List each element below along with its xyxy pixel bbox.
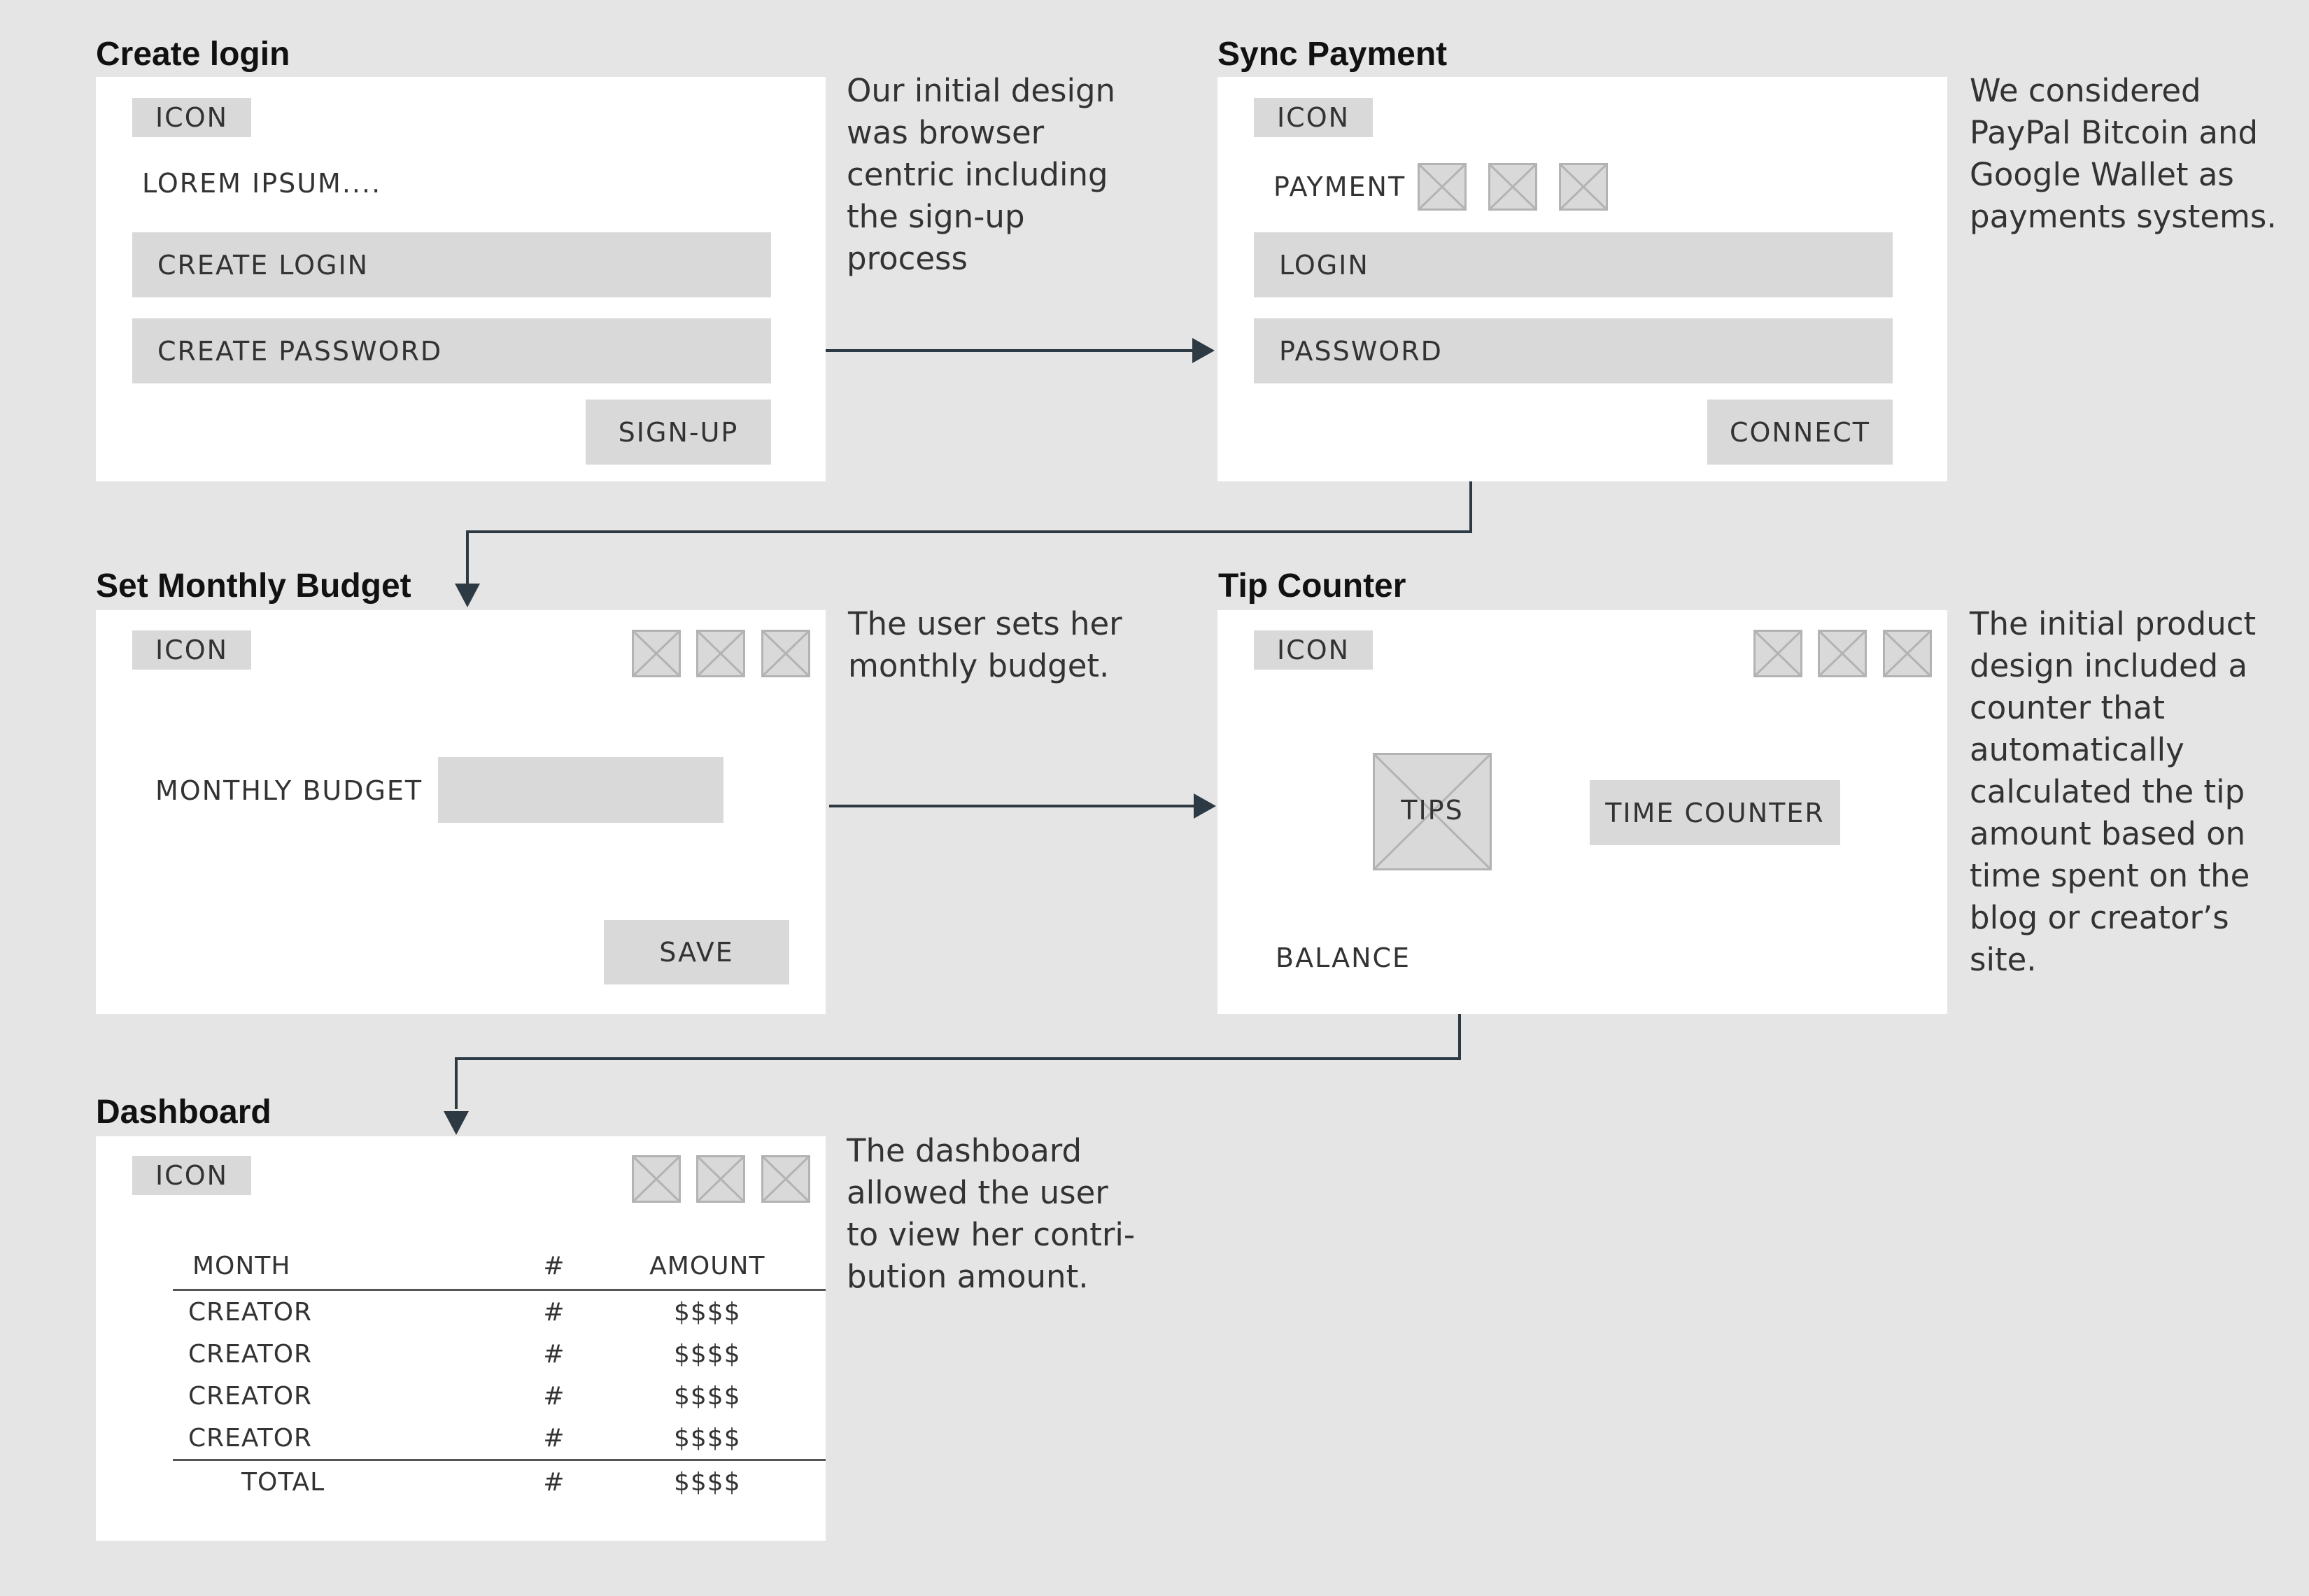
count-cell: # xyxy=(543,1423,565,1453)
tip-counter-frame: ICON TIPS TIME COUNTER BALANCE xyxy=(1217,610,1947,1014)
amount-cell: $$$$ xyxy=(674,1381,741,1411)
column-header-count: # xyxy=(543,1251,565,1280)
column-header-month: MONTH xyxy=(192,1251,291,1280)
image-placeholder xyxy=(761,1155,810,1203)
title-sync-payment: Sync Payment xyxy=(1217,36,1448,73)
table-total-row: TOTAL # $$$$ xyxy=(173,1460,826,1504)
payment-option-image[interactable] xyxy=(1418,163,1467,211)
time-counter: TIME COUNTER xyxy=(1590,780,1840,845)
monthly-budget-input[interactable] xyxy=(438,757,723,823)
tips-image-placeholder[interactable] xyxy=(1373,753,1492,870)
image-placeholder xyxy=(696,1155,745,1203)
monthly-budget-label: MONTHLY BUDGET xyxy=(155,775,423,806)
note-create-login: Our initial design was browser centric i… xyxy=(847,72,1116,277)
arrowhead xyxy=(1192,338,1215,363)
table-row: CREATOR # $$$$ xyxy=(173,1375,826,1417)
icon-placeholder: ICON xyxy=(1254,630,1373,670)
sync-payment-frame: ICON PAYMENT LOGIN PASSWORD CONNECT xyxy=(1217,77,1947,481)
note-monthly-budget: The user sets her monthly budget. xyxy=(848,605,1122,684)
arrow-payment-to-budget xyxy=(466,481,1472,584)
login-field[interactable]: LOGIN xyxy=(1254,232,1893,297)
title-tip-counter: Tip Counter xyxy=(1218,567,1406,605)
create-password-field[interactable]: CREATE PASSWORD xyxy=(132,318,771,383)
table-row: CREATOR # $$$$ xyxy=(173,1290,826,1334)
total-amount: $$$$ xyxy=(674,1467,741,1497)
payment-label: PAYMENT xyxy=(1273,171,1406,202)
count-cell: # xyxy=(543,1381,565,1411)
sign-up-button[interactable]: SIGN-UP xyxy=(586,400,771,465)
dashboard-frame: ICON MONTH # AMOUNT CREATOR # $$$$ CREAT… xyxy=(96,1136,826,1541)
image-placeholder xyxy=(761,630,810,677)
total-label: TOTAL xyxy=(241,1467,325,1497)
table-row: CREATOR # $$$$ xyxy=(173,1417,826,1460)
icon-placeholder: ICON xyxy=(132,1156,251,1195)
icon-placeholder: ICON xyxy=(132,98,251,137)
arrowhead xyxy=(455,584,480,607)
note-tip-counter: The initial product design included a co… xyxy=(1970,605,2257,978)
table-row: CREATOR # $$$$ xyxy=(173,1333,826,1375)
create-login-frame: ICON LOREM IPSUM.... CREATE LOGIN CREATE… xyxy=(96,77,826,481)
icon-placeholder: ICON xyxy=(1254,98,1373,137)
payment-option-image[interactable] xyxy=(1559,163,1608,211)
image-placeholder xyxy=(1753,630,1802,677)
password-field[interactable]: PASSWORD xyxy=(1254,318,1893,383)
amount-cell: $$$$ xyxy=(674,1423,741,1453)
icon-placeholder: ICON xyxy=(132,630,251,670)
note-dashboard: The dashboard allowed the user to view h… xyxy=(847,1132,1136,1295)
total-count: # xyxy=(543,1467,565,1497)
arrowhead xyxy=(1194,793,1216,819)
amount-cell: $$$$ xyxy=(674,1339,741,1369)
amount-cell: $$$$ xyxy=(674,1297,741,1327)
title-dashboard: Dashboard xyxy=(96,1094,271,1131)
creator-cell: CREATOR xyxy=(188,1339,313,1369)
tips-label: TIPS xyxy=(1401,795,1464,826)
image-placeholder xyxy=(632,630,681,677)
creator-cell: CREATOR xyxy=(188,1423,313,1453)
image-placeholder xyxy=(1883,630,1932,677)
title-set-monthly-budget: Set Monthly Budget xyxy=(96,567,411,605)
monthly-budget-frame: ICON MONTHLY BUDGET SAVE xyxy=(96,610,826,1014)
arrow-tip-counter-to-dashboard xyxy=(455,1014,1461,1109)
creator-cell: CREATOR xyxy=(188,1297,313,1327)
image-placeholder xyxy=(1818,630,1867,677)
balance-label: BALANCE xyxy=(1276,942,1411,973)
count-cell: # xyxy=(543,1297,565,1327)
connect-button[interactable]: CONNECT xyxy=(1707,400,1893,465)
count-cell: # xyxy=(543,1339,565,1369)
column-header-amount: AMOUNT xyxy=(649,1251,765,1280)
lorem-text: LOREM IPSUM.... xyxy=(142,168,382,199)
title-create-login: Create login xyxy=(96,36,290,73)
save-button[interactable]: SAVE xyxy=(604,920,789,984)
table-header-row: MONTH # AMOUNT xyxy=(173,1243,826,1290)
image-placeholder xyxy=(696,630,745,677)
creator-cell: CREATOR xyxy=(188,1381,313,1411)
arrowhead xyxy=(444,1111,469,1135)
create-login-field[interactable]: CREATE LOGIN xyxy=(132,232,771,297)
payment-option-image[interactable] xyxy=(1488,163,1537,211)
contributions-table: MONTH # AMOUNT CREATOR # $$$$ CREATOR # … xyxy=(173,1243,826,1503)
image-placeholder xyxy=(632,1155,681,1203)
note-sync-payment: We considered PayPal Bitcoin and Google … xyxy=(1970,72,2277,235)
